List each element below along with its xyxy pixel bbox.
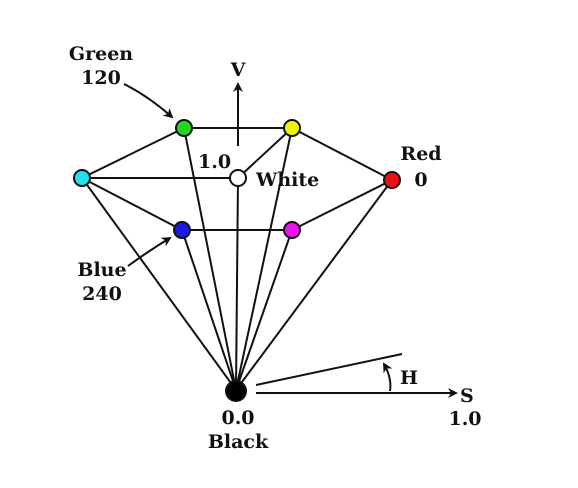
edge-black-magenta xyxy=(235,229,293,391)
hexagon-edges xyxy=(81,127,393,231)
v-max-label: 1.0 xyxy=(198,151,231,173)
v-axis-label: V xyxy=(230,59,247,81)
blue-name-label: Blue xyxy=(77,259,126,281)
edge-black-cyan xyxy=(81,177,237,391)
v-min-label: 0.0 xyxy=(221,407,254,429)
magenta-vertex xyxy=(283,221,301,239)
green-degree-label: 120 xyxy=(81,67,121,89)
edge-white-yellow xyxy=(237,127,293,179)
h-angle-line xyxy=(255,353,403,386)
white-label: White xyxy=(255,169,319,191)
blue-vertex xyxy=(173,221,191,239)
h-angle-arrow xyxy=(383,362,393,392)
h-angle-label: H xyxy=(400,367,418,389)
edge-black-red xyxy=(235,179,393,391)
blue-pointer-arrow xyxy=(127,236,172,267)
edge-yellow-red xyxy=(291,127,393,181)
blue-degree-label: 240 xyxy=(82,283,122,305)
edge-black-yellow xyxy=(235,127,293,391)
s-max-label: 1.0 xyxy=(448,408,481,430)
yellow-vertex xyxy=(283,119,301,137)
edge-blue-cyan xyxy=(81,177,183,231)
red-name-label: Red xyxy=(400,143,441,165)
red-vertex xyxy=(383,171,401,189)
red-degree-label: 0 xyxy=(414,169,427,191)
white-vertex xyxy=(229,169,247,187)
cyan-vertex xyxy=(73,169,91,187)
cone-edges xyxy=(81,127,393,391)
black-vertex xyxy=(225,380,247,402)
edge-black-blue xyxy=(181,229,237,391)
edge-red-magenta xyxy=(291,179,393,231)
s-axis-label: S xyxy=(460,385,474,407)
edge-cyan-green xyxy=(81,127,185,179)
green-vertex xyxy=(175,119,193,137)
vertices xyxy=(73,119,401,402)
black-label: Black xyxy=(208,431,269,453)
edge-black-green xyxy=(183,127,237,391)
green-name-label: Green xyxy=(69,43,133,65)
edge-black-white xyxy=(235,177,239,391)
green-pointer-arrow xyxy=(123,83,174,119)
labels: Green 120 V 1.0 White Red 0 Blue 240 H S… xyxy=(69,43,482,453)
